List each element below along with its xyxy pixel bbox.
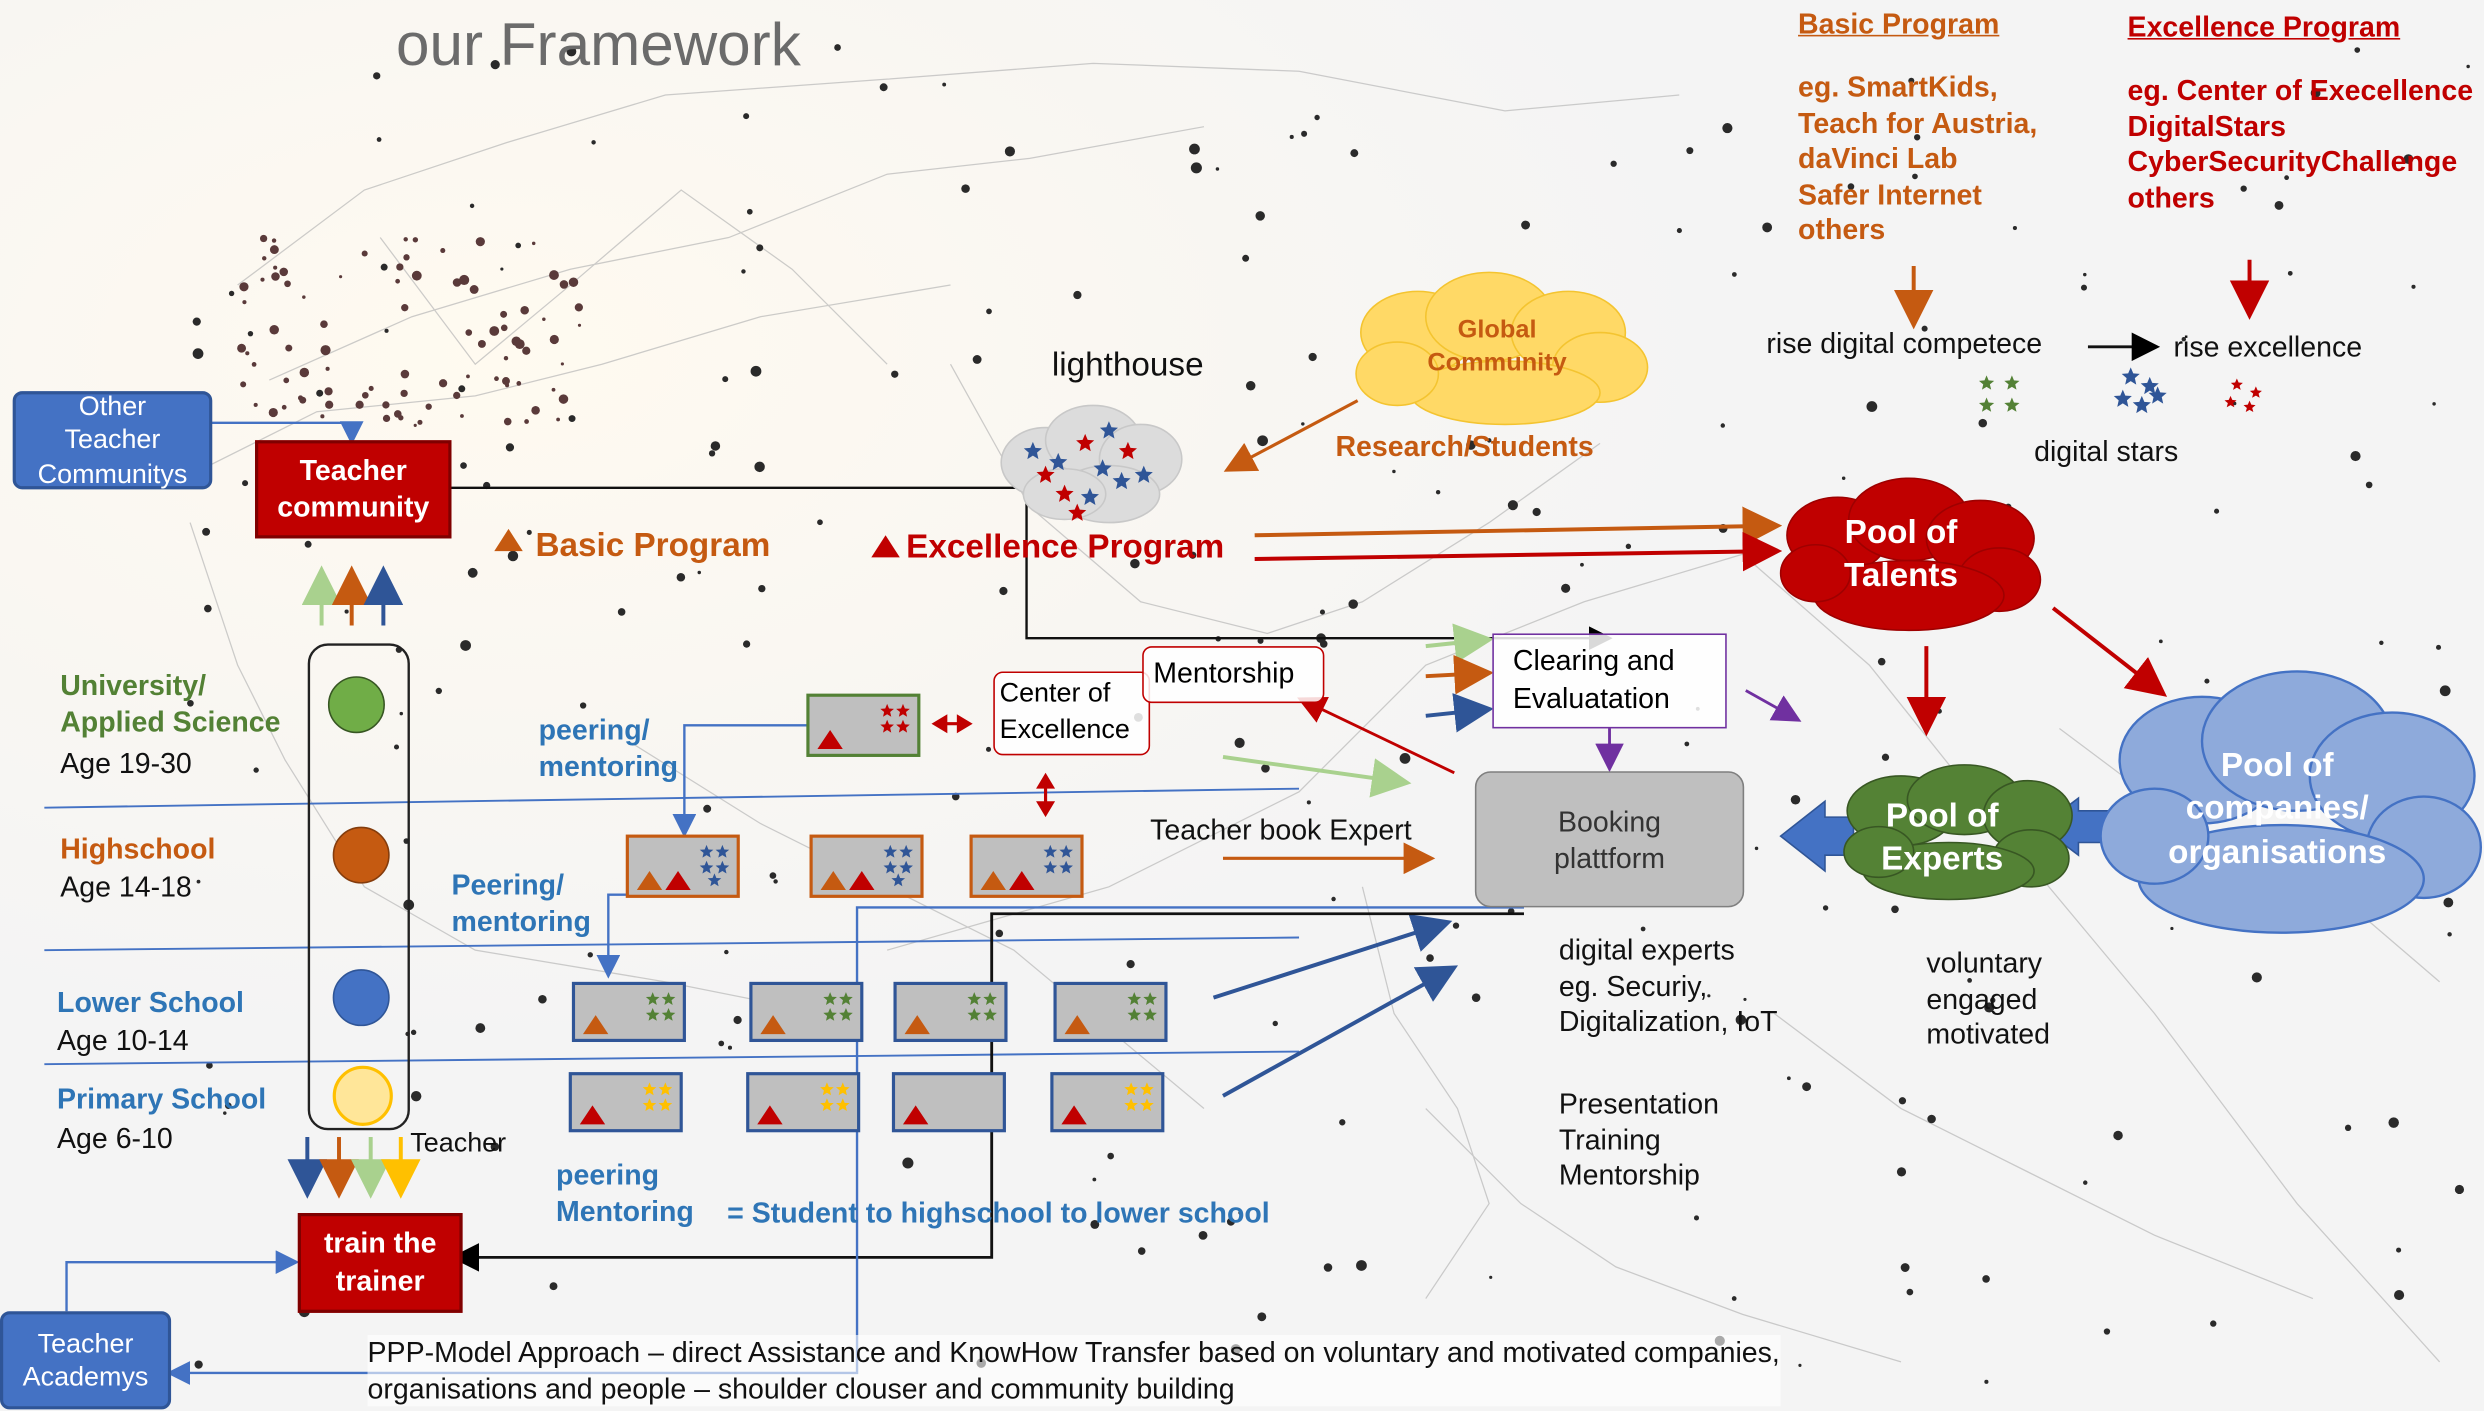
train-the-trainer-box: train the trainer	[297, 1213, 463, 1313]
level-highschool-name: Highschool	[60, 832, 216, 865]
teacher-academys-box: Teacher Academys	[0, 1311, 172, 1410]
bottom-description: PPP-Model Approach – direct Assistance a…	[367, 1334, 1780, 1407]
presentation-label: Presentation Training Mentorship	[1558, 1087, 1719, 1191]
smiley-green-icon	[327, 676, 385, 734]
booking-platform-box: Booking plattform	[1474, 771, 1745, 908]
pool-companies-cloud	[2099, 670, 2483, 934]
basic-program-heading: Basic Program	[1798, 7, 2000, 40]
pool-experts-label: Pool of Experts	[1881, 798, 2004, 878]
peering-mentoring-3: peering Mentoring	[556, 1159, 694, 1227]
digital-stars-label: digital stars	[2034, 435, 2179, 468]
voluntary-label: voluntary engaged motivated	[1926, 946, 2051, 1050]
level-lower-school-age: Age 10-14	[57, 1024, 189, 1057]
rise-excellence-label: rise excellence	[2173, 330, 2363, 363]
pool-experts-cloud	[1843, 764, 2073, 901]
other-teacher-communities-box: Other Teacher Communitys	[12, 391, 213, 490]
excellence-program-list: eg. Center of Execellence DigitalStars C…	[2127, 74, 2474, 213]
page-title: our Framework	[396, 12, 801, 80]
global-community-label: Global Community	[1427, 316, 1567, 377]
smiley-blue-icon	[332, 969, 390, 1027]
mentorship-box: Mentorship	[1142, 646, 1325, 704]
student-flow-label: = Student to highschool to lower school	[727, 1197, 1270, 1229]
center-of-excellence-box: Center of Excellence	[993, 671, 1151, 756]
research-students-label: Research/Students	[1335, 430, 1594, 463]
clearing-evaluation-box: Clearing and Evaluatation	[1492, 633, 1727, 729]
excellence-program-heading: Excellence Program	[2127, 11, 2401, 43]
level-highschool-age: Age 14-18	[60, 870, 192, 903]
pool-talents-label: Pool of Talents	[1844, 514, 1959, 595]
basic-program-list: eg. SmartKids, Teach for Austria, daVinc…	[1798, 71, 2038, 246]
lighthouse-label: lighthouse	[1051, 346, 1204, 384]
smiley-orange-icon	[332, 826, 390, 884]
level-primary-school-name: Primary School	[57, 1083, 267, 1115]
level-primary-school-age: Age 6-10	[57, 1122, 173, 1155]
rise-digital-label: rise digital competece	[1766, 327, 2043, 360]
teacher-community-box: Teacher community	[255, 440, 452, 539]
legend-basic-program: Basic Program	[535, 527, 771, 564]
smiley-yellow-icon	[332, 1065, 393, 1126]
level-university-age: Age 19-30	[60, 747, 192, 780]
global-community-cloud	[1355, 271, 1649, 426]
pool-talents-cloud	[1779, 477, 2042, 632]
digital-experts-label: digital experts eg. Securiy, Digitalizat…	[1558, 934, 1778, 1038]
pool-companies-label: Pool of companies/ organisations	[2168, 747, 2387, 871]
level-university-name: University/ Applied Science	[60, 669, 281, 738]
teacher-label: Teacher	[410, 1127, 507, 1158]
peering-mentoring-1: peering/ mentoring	[538, 714, 679, 782]
level-lower-school-name: Lower School	[57, 986, 244, 1019]
legend-excellence-program: Excellence Program	[906, 528, 1225, 566]
basic-triangle-icon	[494, 528, 523, 552]
peering-mentoring-2: Peering/ mentoring	[451, 869, 591, 937]
excellence-triangle-icon	[871, 535, 900, 558]
teacher-book-expert-label: Teacher book Expert	[1150, 813, 1412, 846]
